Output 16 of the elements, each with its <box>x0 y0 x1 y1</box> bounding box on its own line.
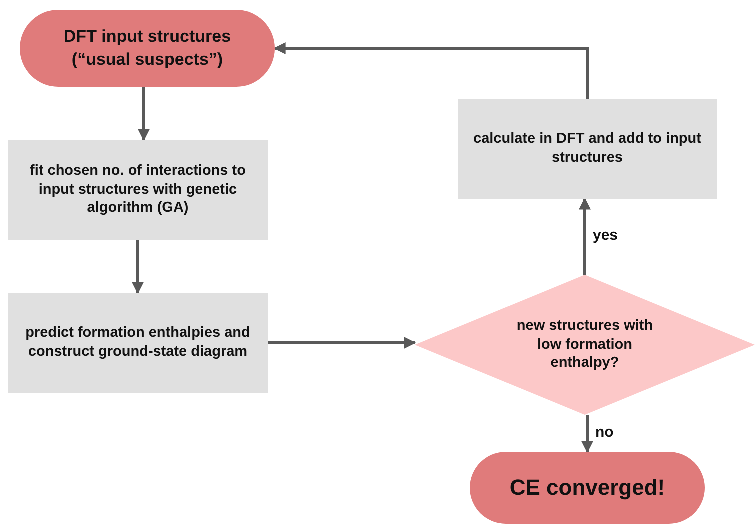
process-box <box>458 99 717 199</box>
arrow <box>579 198 591 275</box>
arrow <box>274 42 589 99</box>
node-text: predict formation enthalpies and construct ground-state diagram <box>24 324 252 362</box>
node-text: calculate in DFT and add to input structures <box>472 130 702 168</box>
arrow <box>268 337 416 349</box>
process-box <box>8 140 268 240</box>
decision-diamond <box>415 275 755 415</box>
node-text: fit chosen no. of interactions to input structures with genetic algorithm (GA) <box>29 162 247 218</box>
arrow <box>132 240 144 294</box>
node-text: DFT input structures (“usual suspects”) <box>62 26 232 70</box>
arrow <box>138 87 150 142</box>
arrow <box>582 415 594 454</box>
node-text: new structures with low formation enthalpy? <box>516 316 654 374</box>
process-box <box>8 293 268 393</box>
node-text: CE converged! <box>510 474 666 502</box>
